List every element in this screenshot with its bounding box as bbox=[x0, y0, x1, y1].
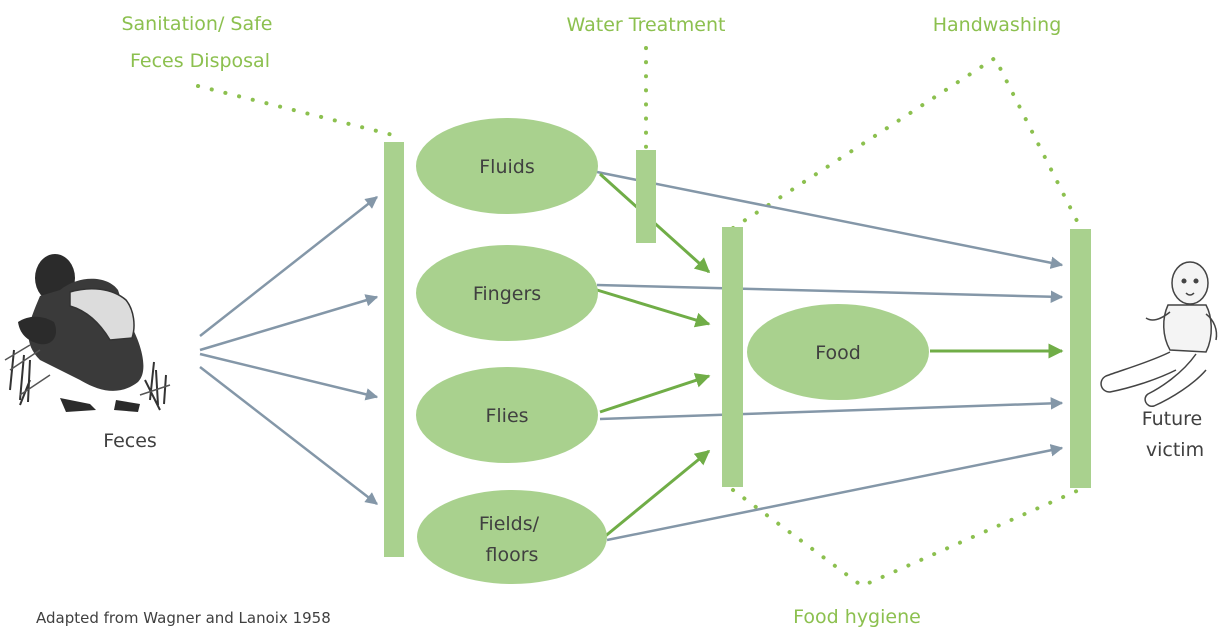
flies-node bbox=[416, 367, 598, 463]
arrow-fingers-food bbox=[596, 288, 711, 328]
fingers-node bbox=[416, 245, 598, 341]
arrow-feces-lower bbox=[199, 352, 379, 401]
food-label: Food bbox=[815, 342, 861, 364]
future-victim-label: Future victim bbox=[1142, 408, 1209, 461]
feces-arrows bbox=[199, 196, 379, 505]
fluids-label: Fluids bbox=[479, 156, 535, 178]
feces-label: Feces bbox=[103, 430, 157, 452]
food-hygiene-label: Food hygiene bbox=[793, 606, 921, 628]
fields-floors-label: Fields/ floors bbox=[479, 513, 545, 566]
fingers-label: Fingers bbox=[473, 283, 541, 305]
fluids-node bbox=[416, 118, 598, 214]
handwashing-label: Handwashing bbox=[933, 14, 1062, 36]
arrow-feces-down bbox=[199, 366, 378, 505]
arrow-fields-food bbox=[602, 449, 711, 540]
fields-floors-node bbox=[417, 490, 607, 584]
barrier-dotted-lines bbox=[196, 46, 1081, 589]
arrow-fluids-victim bbox=[596, 170, 1064, 269]
barrier-bars bbox=[384, 142, 1091, 557]
arrow-feces-up bbox=[199, 196, 378, 337]
arrow-flies-food bbox=[599, 373, 711, 414]
sanitation-label: Sanitation/ Safe Feces Disposal bbox=[121, 13, 278, 72]
node-ellipses bbox=[416, 118, 929, 584]
food-node bbox=[747, 304, 929, 400]
water-treatment-bar bbox=[636, 150, 656, 243]
squatting-child-figure bbox=[4, 254, 171, 412]
flies-label: Flies bbox=[485, 405, 528, 427]
food-hygiene-bar bbox=[722, 227, 743, 487]
baby-figure bbox=[1100, 261, 1218, 407]
handwashing-dotted-line bbox=[731, 55, 1081, 230]
sanitation-dotted-line bbox=[196, 84, 399, 138]
arrow-feces-upper bbox=[199, 294, 379, 352]
sanitation-bar bbox=[384, 142, 404, 557]
arrow-flies-victim bbox=[599, 397, 1064, 421]
arrow-fields-victim bbox=[606, 444, 1064, 542]
source-credit: Adapted from Wagner and Lanoix 1958 bbox=[36, 609, 331, 627]
direct-arrows bbox=[596, 170, 1064, 542]
arrow-fingers-victim bbox=[596, 283, 1064, 303]
water-treatment-label: Water Treatment bbox=[567, 14, 726, 36]
handwashing-bar bbox=[1070, 229, 1091, 488]
